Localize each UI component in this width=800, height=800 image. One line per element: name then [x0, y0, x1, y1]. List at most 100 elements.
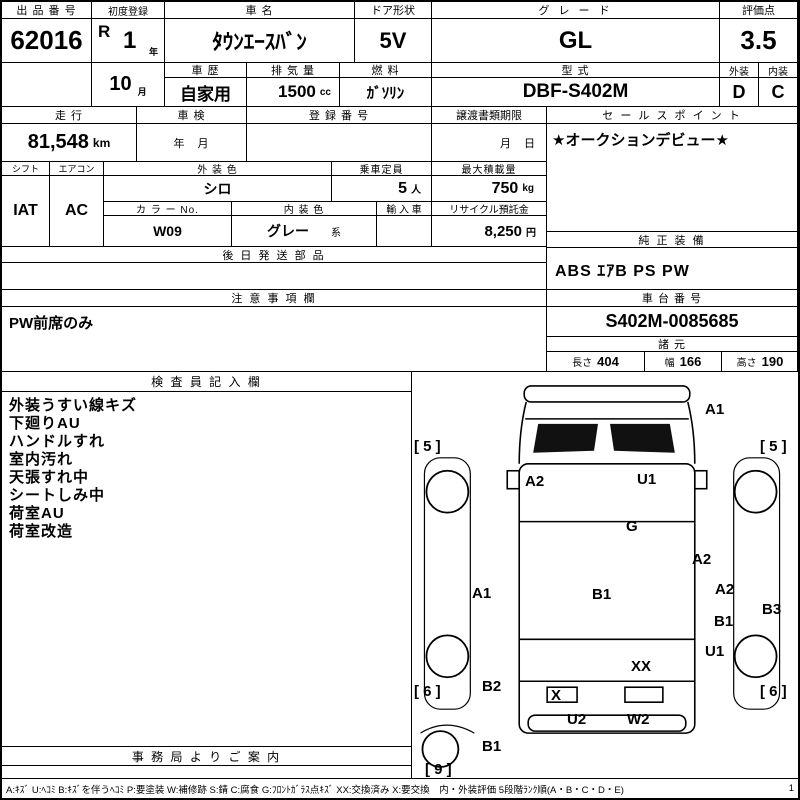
model-label: 型 式 — [432, 63, 720, 78]
length-label: 長さ — [572, 358, 593, 369]
int-color-unit: 系 — [331, 227, 341, 239]
color-no-label: カ ラ ー No. — [104, 202, 232, 216]
color-no-value: W09 — [104, 216, 232, 247]
shift-value: IAT — [2, 176, 50, 247]
height-label: 高さ — [736, 358, 757, 369]
office-blank — [2, 766, 412, 779]
recycle-unit: 円 — [526, 227, 536, 239]
chassis-value: S402M-0085685 — [547, 307, 798, 337]
later-parts-value — [2, 263, 547, 290]
damage-code: A2 — [715, 581, 735, 598]
max-load-value-cell: 750 kg — [432, 176, 547, 202]
import-value — [377, 216, 432, 247]
width-value: 166 — [679, 354, 702, 369]
damage-code: X — [551, 687, 562, 704]
damage-code: U2 — [567, 711, 587, 728]
history-label: 車 歴 — [165, 63, 247, 78]
history-value: 自家用 — [165, 78, 247, 107]
equipment-label: 純 正 装 備 — [547, 232, 798, 248]
inspector-note: 荷室AU — [9, 505, 65, 522]
inspector-note: シートしみ中 — [9, 487, 106, 504]
inspector-note: 室内汚れ — [9, 451, 74, 468]
ext-color-value: シロ — [104, 176, 332, 202]
import-label: 輸 入 車 — [377, 202, 432, 216]
exterior-grade-value: D — [720, 78, 759, 107]
damage-code: B1 — [592, 586, 612, 603]
legend-page: 1 — [788, 783, 794, 794]
width-label: 幅 — [664, 358, 675, 369]
score-value: 3.5 — [720, 19, 798, 63]
car-diagram-svg — [420, 385, 781, 768]
exterior-grade-label: 外装 — [720, 63, 759, 78]
inspector-note: ハンドルすれ — [9, 433, 106, 450]
int-color-value-cell: グレー 系 — [232, 216, 377, 247]
ext-color-label: 外 装 色 — [104, 162, 332, 176]
displacement-label: 排 気 量 — [247, 63, 340, 78]
mileage-value-cell: 81,548 km — [2, 124, 137, 162]
max-load-label: 最大積載量 — [432, 162, 547, 176]
damage-code: A2 — [692, 551, 712, 568]
damage-code: G — [626, 518, 638, 535]
auction-no-value: 62016 — [2, 19, 92, 63]
sales-point-label: セ ー ル ス ポ イ ン ト — [547, 107, 798, 124]
capacity-value-cell: 5 人 — [332, 176, 432, 202]
fuel-value: ｶﾞｿﾘﾝ — [340, 78, 432, 107]
mileage-value: 81,548 — [27, 131, 89, 153]
inspection-label: 車 検 — [137, 107, 247, 124]
spec-length: 長さ 404 — [547, 352, 644, 371]
transfer-deadline-label: 譲渡書類期限 — [432, 107, 547, 124]
damage-code: [ 9 ] — [425, 761, 452, 778]
car-name-value: ﾀｳﾝｴｰｽﾊﾞﾝ — [165, 19, 355, 63]
mileage-label: 走 行 — [2, 107, 137, 124]
displacement-value: 1500 — [278, 82, 316, 101]
first-reg-label: 初度登録 — [92, 2, 165, 19]
door-value: 5V — [355, 19, 432, 63]
transfer-deadline-value: 月 日 — [432, 124, 547, 162]
damage-code: [ 5 ] — [760, 438, 787, 455]
later-parts-label: 後 日 発 送 部 品 — [2, 247, 547, 263]
damage-code: U1 — [705, 643, 725, 660]
inspector-note: 外装うすい線キズ — [9, 397, 138, 414]
displacement-unit: cc — [319, 86, 331, 98]
height-value: 190 — [761, 354, 784, 369]
spec-width: 幅 166 — [644, 352, 721, 371]
notes-value: PW前席のみ — [2, 307, 547, 372]
inspection-value: 年 月 — [137, 124, 247, 162]
length-value: 404 — [597, 354, 619, 369]
notes-label: 注 意 事 項 欄 — [2, 290, 547, 307]
recycle-value-cell: 8,250 円 — [432, 216, 547, 247]
max-load-value: 750 — [491, 179, 519, 197]
reg-year-value: 1 — [122, 26, 137, 54]
month-unit: 月 — [137, 87, 147, 97]
damage-code: B2 — [482, 678, 502, 695]
shift-label: シフト — [2, 162, 50, 176]
damage-code: W2 — [627, 711, 650, 728]
inspector-note: 下廻りAU — [9, 415, 81, 432]
damage-code: XX — [631, 658, 652, 675]
damage-code: A1 — [472, 585, 492, 602]
max-load-unit: kg — [522, 183, 534, 194]
auction-no-blank — [2, 63, 92, 107]
damage-code: [ 6 ] — [414, 683, 441, 700]
auction-no-label: 出 品 番 号 — [2, 2, 92, 19]
aircon-value: AC — [50, 176, 104, 247]
recycle-value: 8,250 — [484, 222, 522, 240]
office-label: 事 務 局 よ り ご 案 内 — [2, 747, 412, 766]
chassis-label: 車 台 番 号 — [547, 290, 798, 307]
interior-grade-value: C — [759, 78, 798, 107]
reg-no-label: 登 録 番 号 — [247, 107, 432, 124]
capacity-value: 5 — [398, 179, 407, 197]
capacity-unit: 人 — [411, 185, 421, 196]
era-value: R — [98, 22, 111, 41]
grade-value: GL — [432, 19, 720, 63]
sales-point-value: ★オークションデビュー★ — [547, 124, 798, 232]
model-value: DBF-S402M — [432, 78, 720, 107]
spec-label: 諸 元 — [547, 337, 798, 352]
displacement-value-cell: 1500 cc — [247, 78, 340, 107]
aircon-label: エアコン — [50, 162, 104, 176]
spec-value-cell: 長さ 404 幅 166 高さ 190 — [547, 352, 798, 372]
score-label: 評価点 — [720, 2, 798, 19]
